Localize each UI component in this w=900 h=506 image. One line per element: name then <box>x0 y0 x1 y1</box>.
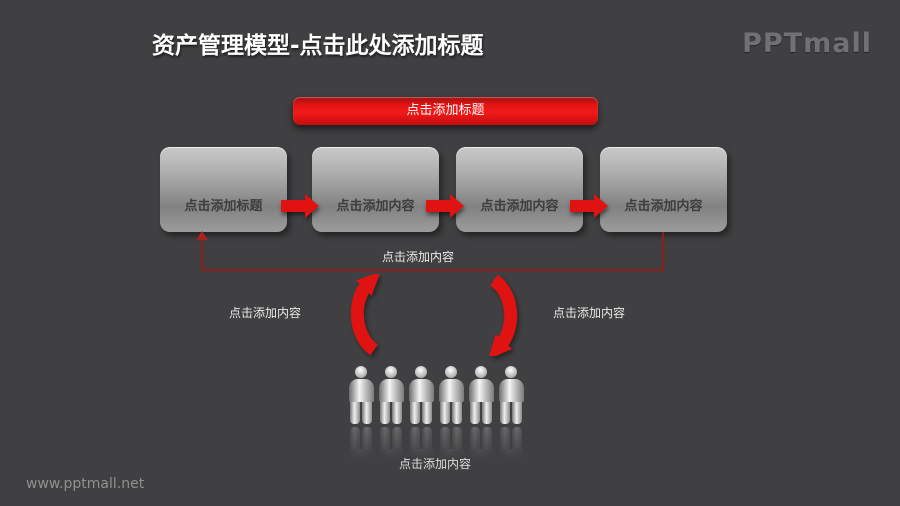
cycle-right-label[interactable]: 点击添加内容 <box>552 306 625 320</box>
arrow-bar <box>281 200 305 212</box>
flow-box-2-label: 点击添加内容 <box>336 199 415 214</box>
title-banner-placeholder[interactable]: 点击添加标题 <box>293 97 598 125</box>
arrow-head <box>594 194 608 218</box>
right-arrow-icon <box>570 194 608 218</box>
flow-box-4[interactable]: 点击添加内容 <box>600 147 727 232</box>
right-arrow-icon <box>426 194 464 218</box>
slide-title[interactable]: 资产管理模型-点击此处添加标题 <box>152 33 484 59</box>
person-icon <box>438 366 464 485</box>
watermark-url: www.pptmall.net <box>26 476 145 492</box>
flow-box-3[interactable]: 点击添加内容 <box>456 147 583 232</box>
people-group <box>348 366 524 485</box>
loop-line-left <box>201 240 203 270</box>
right-arrow-icon <box>281 194 319 218</box>
loop-line-bottom <box>201 269 664 271</box>
person-icon <box>348 366 374 485</box>
pptmall-logo: PPTmall <box>742 28 872 59</box>
cycle-left-label[interactable]: 点击添加内容 <box>228 306 301 320</box>
arrow-head <box>305 194 319 218</box>
title-banner-label: 点击添加标题 <box>406 103 485 118</box>
loop-up-arrowhead-icon <box>196 231 208 240</box>
people-group-label[interactable]: 点击添加内容 <box>398 457 471 471</box>
cycle-arrow-left-icon <box>350 274 381 356</box>
cycle-arrow-right-icon <box>488 274 518 356</box>
person-icon <box>498 366 524 485</box>
person-icon <box>378 366 404 485</box>
flow-box-4-label: 点击添加内容 <box>624 199 703 214</box>
flow-box-1[interactable]: 点击添加标题 <box>160 147 287 232</box>
arrow-bar <box>570 200 594 212</box>
loop-label[interactable]: 点击添加内容 <box>381 250 454 264</box>
person-icon <box>468 366 494 485</box>
arrow-head <box>450 194 464 218</box>
flow-box-3-label: 点击添加内容 <box>480 199 559 214</box>
arrow-bar <box>426 200 450 212</box>
flow-box-1-label: 点击添加标题 <box>184 199 263 214</box>
flow-box-2[interactable]: 点击添加内容 <box>312 147 439 232</box>
loop-line-right <box>662 232 664 270</box>
person-icon <box>408 366 434 485</box>
